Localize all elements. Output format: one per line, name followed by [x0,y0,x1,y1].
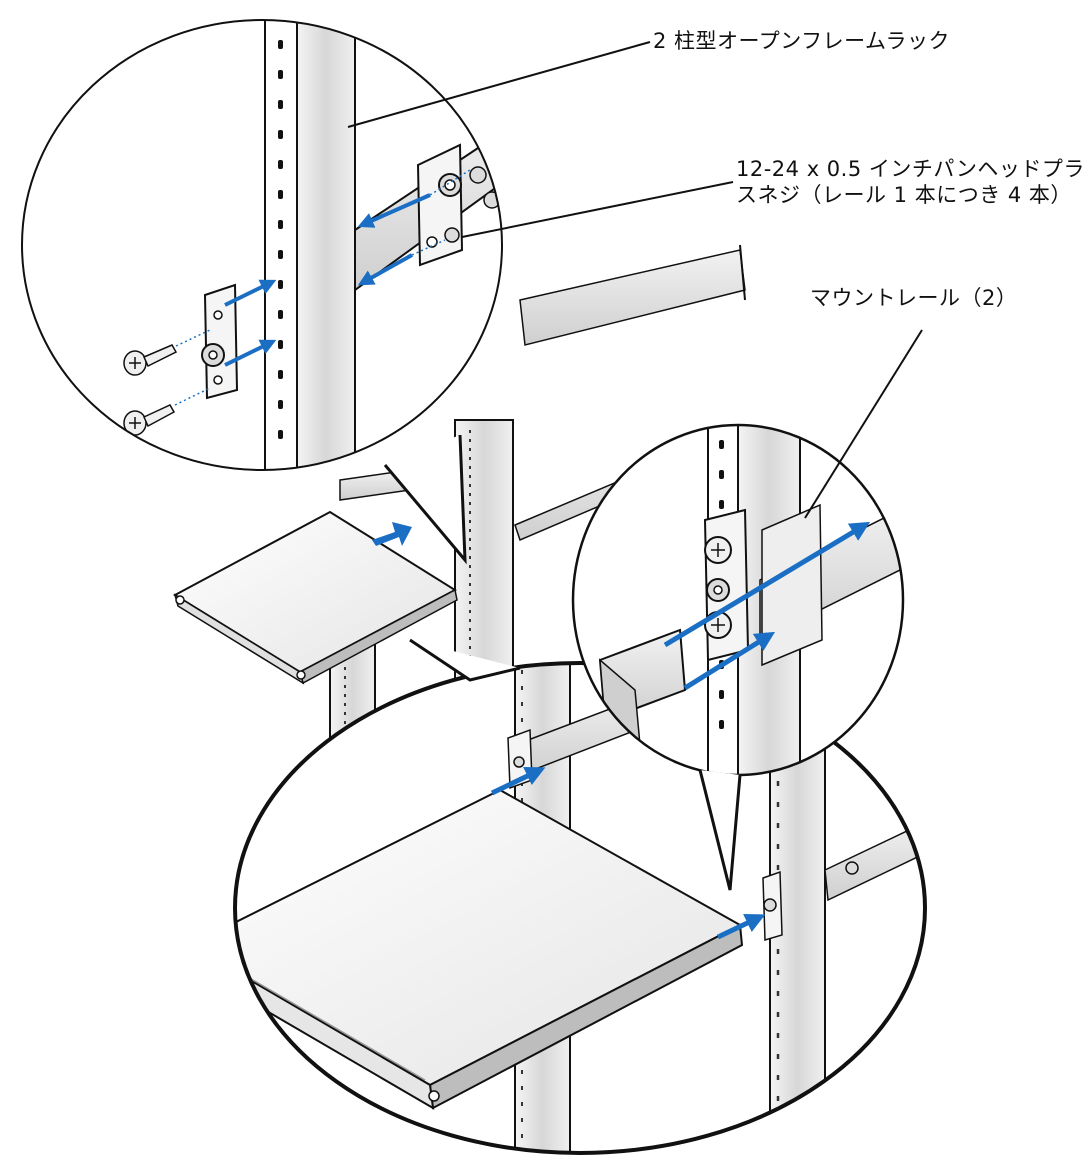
label-screws-line2: スネジ（レール 1 本につき 4 本） [736,183,1072,207]
leader-line-screw [461,181,734,238]
zoom-circle-bottom [233,638,927,1155]
label-open-frame-rack: 2 柱型オープンフレームラック [653,29,950,53]
insert-arrow-icon [372,522,412,546]
label-mounting-rails: マウントレール（2） [810,286,1018,310]
label-screws-line1: 12-24 x 0.5 インチパンヘッドプラ [736,157,1085,181]
zoom-circle-top [21,19,503,565]
screw-icon [123,344,178,436]
small-tray [172,510,458,685]
zoom-circle-right [571,423,905,891]
post-holes [278,40,283,439]
leader-line-rack [347,41,651,128]
label-screws: 12-24 x 0.5 インチパンヘッドプラ スネジ（レール 1 本につき 4 … [736,156,1085,208]
leader-line-rail [804,329,923,519]
callout-lines [347,41,923,519]
